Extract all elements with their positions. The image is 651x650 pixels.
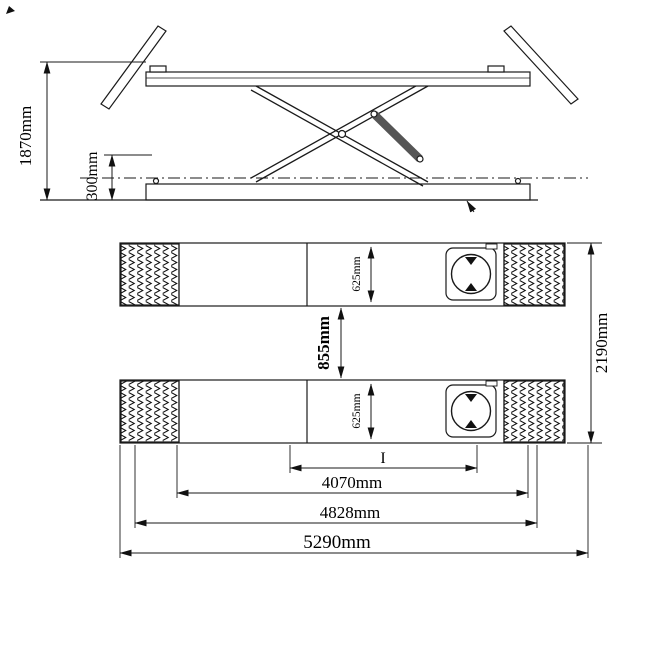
platform	[145, 71, 531, 87]
plan-view: 625mm 625mm 855mm	[119, 242, 611, 558]
dim-center-mark: I	[289, 450, 478, 472]
ramp-right	[503, 25, 579, 105]
ramp-left	[100, 25, 167, 110]
dim-label-height-lowered: 300mm	[84, 151, 101, 200]
scissor-center-pivot	[337, 129, 347, 139]
jack-plate-circle	[450, 390, 492, 432]
runway-bottom-outline	[119, 379, 566, 444]
base-roller-left	[152, 177, 160, 185]
hydraulic-cylinder	[371, 111, 423, 162]
plate-arrow-down	[465, 394, 477, 402]
tire-tread-bottom-left	[120, 380, 180, 443]
dim-label-center-mark: I	[380, 450, 385, 467]
jack-plate-top	[445, 247, 497, 301]
dim-height-raised: 1870mm	[16, 61, 146, 201]
runway-notch	[485, 243, 498, 250]
runway-top: 625mm	[119, 242, 566, 307]
side-view	[40, 25, 588, 213]
dim-length-overall: 5290mm	[119, 532, 589, 557]
jack-plate-circle	[450, 253, 492, 295]
base-pointer-mark	[466, 200, 477, 213]
scissor-arm	[250, 89, 424, 187]
tire-tread-top-left	[120, 243, 180, 306]
dim-length-inner: 4070mm	[176, 473, 529, 497]
dim-label-height-raised: 1870mm	[16, 106, 35, 166]
plate-arrow-down	[465, 257, 477, 265]
cylinder-pin-top	[370, 110, 378, 118]
dim-label-overall-width: 2190mm	[592, 313, 611, 373]
tire-tread-top-right	[503, 243, 565, 306]
base-frame	[145, 183, 531, 201]
dim-label-runway-gap: 855mm	[314, 316, 333, 370]
dim-length-mid: 4828mm	[134, 503, 538, 527]
plate-arrow-up	[465, 283, 477, 291]
dim-height-lowered: 300mm	[84, 151, 152, 201]
jack-plate-bottom	[445, 384, 497, 438]
dim-overall-width: 2190mm	[567, 242, 611, 444]
dim-label-length-inner: 4070mm	[322, 473, 382, 492]
runway-notch	[485, 380, 498, 387]
dim-runway-width-top: 625mm	[351, 246, 375, 303]
cylinder-pin-bottom	[416, 155, 424, 163]
dim-runway-gap: 855mm	[314, 307, 345, 379]
plate-arrow-up	[465, 420, 477, 428]
scissor-arm	[250, 81, 424, 179]
length-dimensions: I 4070mm 4828mm 5290mm	[119, 445, 589, 558]
dim-label-runway-width-bottom: 625mm	[351, 393, 363, 428]
dim-label-runway-width-top: 625mm	[351, 256, 363, 291]
corner-mark	[6, 6, 15, 14]
runway-bottom: 625mm	[119, 379, 566, 444]
platform-stop-left	[149, 65, 167, 73]
dim-label-length-overall: 5290mm	[303, 532, 371, 553]
dim-runway-width-bottom: 625mm	[351, 383, 375, 440]
base-roller-right	[514, 177, 522, 185]
tire-tread-bottom-right	[503, 380, 565, 443]
dim-label-length-mid: 4828mm	[320, 503, 380, 522]
runway-top-outline	[119, 242, 566, 307]
platform-stop-right	[487, 65, 505, 73]
